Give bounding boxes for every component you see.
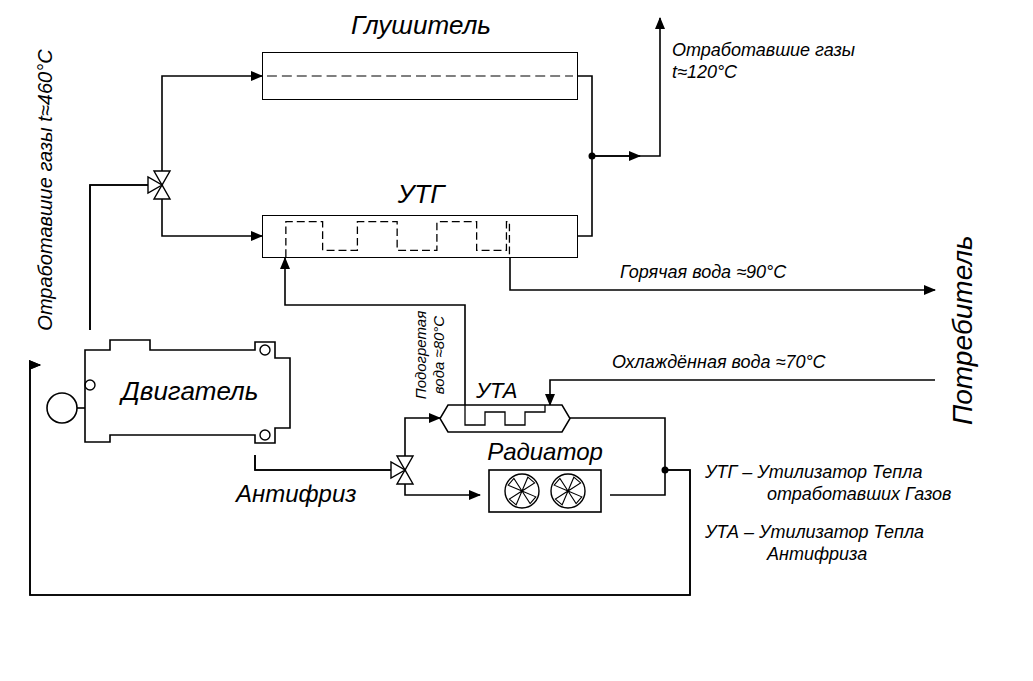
node-title: УТГ bbox=[398, 180, 445, 210]
abbreviation-note: УТГ – Утилизатор Тепла отработавших Газо… bbox=[705, 462, 1005, 505]
junction-dot bbox=[662, 467, 669, 474]
node-title: Радиатор bbox=[487, 438, 603, 466]
flow-label: Подогретая вода ≈80°C bbox=[412, 307, 448, 403]
pipe-connector bbox=[550, 380, 935, 405]
node-rad: Радиатор bbox=[480, 438, 610, 515]
pipe-connector bbox=[255, 418, 440, 470]
pipe-connector bbox=[90, 185, 262, 330]
abbreviation-note: УТА – Утилизатор Тепла Антифриза bbox=[705, 522, 1005, 565]
exhaust-outlet-pipe bbox=[578, 18, 660, 236]
node-engine: Двигатель bbox=[40, 330, 300, 455]
flow-label: Антифриз bbox=[236, 480, 356, 509]
node-utg: УТГ bbox=[262, 215, 578, 258]
node-uta: УТА bbox=[440, 405, 570, 432]
node-title: Двигатель bbox=[122, 377, 259, 407]
flow-label: Охлаждённая вода ≈70°C bbox=[612, 352, 826, 374]
pipe-connector bbox=[90, 76, 262, 330]
pipe-connector bbox=[285, 258, 465, 405]
node-title: УТА bbox=[476, 378, 517, 403]
pipe-connector bbox=[30, 365, 690, 595]
flow-label: Отработавшие газы t≈460°C bbox=[33, 49, 57, 330]
muffler-outline bbox=[263, 53, 577, 99]
node-title: Глушитель bbox=[351, 11, 491, 41]
flow-label: Горячая вода ≈90°C bbox=[620, 262, 786, 284]
node-title: Потребитель bbox=[946, 235, 978, 425]
pipe-connector bbox=[30, 365, 690, 595]
three-way-valve bbox=[391, 456, 413, 484]
three-way-valve bbox=[148, 171, 170, 199]
uta-outline bbox=[440, 405, 570, 432]
junction-dot bbox=[589, 153, 596, 160]
flow-label: Отработавшие газы t≈120°C bbox=[672, 40, 862, 83]
node-muffler: Глушитель bbox=[262, 52, 578, 100]
pipe-connector bbox=[510, 258, 935, 290]
utg-outline bbox=[263, 216, 577, 257]
node-cons: Потребитель bbox=[935, 215, 990, 445]
